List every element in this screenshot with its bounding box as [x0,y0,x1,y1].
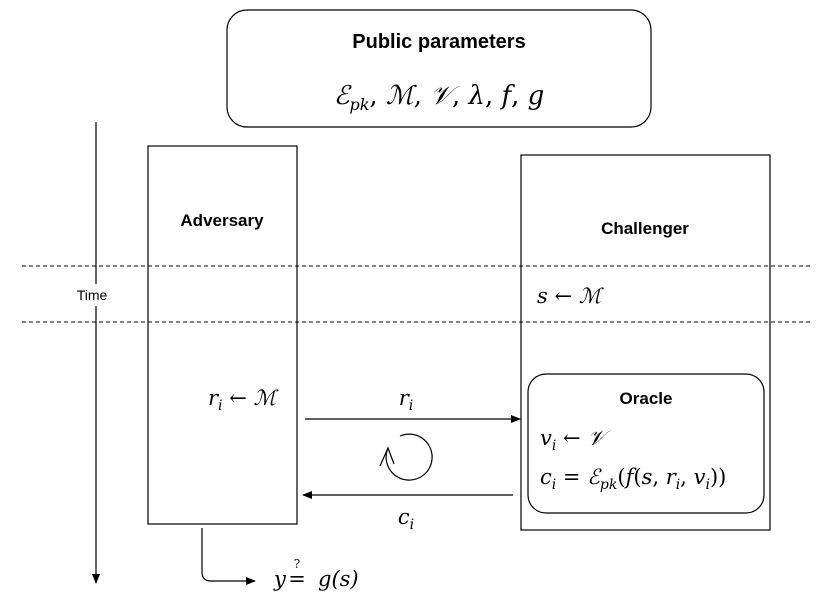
output-y: y [273,567,287,591]
oracle-line-2: ci = ℰpk(f(s, ri, vi)) [540,465,726,493]
adversary-sample: ri ← ℳ [208,386,279,414]
output-arrow [201,528,256,585]
public-parameters-title: Public parameters [352,31,525,53]
public-parameters-list: ℰpk, ℳ, 𝒱, λ, f, g [334,81,545,114]
output-equals: = [288,567,306,591]
response-label: ci [398,505,414,533]
response-arrow: ci [302,491,513,533]
output-g: g(s) [318,567,359,591]
time-axis: Time [70,122,122,584]
query-label: ri [399,386,414,414]
adversary-title: Adversary [180,211,264,230]
challenger-title: Challenger [601,219,689,238]
oracle-box: Oracle vi ← 𝒱 ci = ℰpk(f(s, ri, vi)) [527,373,765,514]
adversary-box: Adversary ri ← ℳ [147,145,298,525]
query-arrow: ri [305,386,521,423]
oracle-title: Oracle [620,389,673,408]
repeat-loop-icon [379,433,433,481]
time-label: Time [77,287,108,303]
challenger-sample: s ← ℳ [537,284,605,308]
output-question-mark: ? [294,557,300,571]
oracle-line-1: vi ← 𝒱 [540,426,611,454]
output-expression: y ? = g(s) [273,557,359,591]
public-parameters-box: Public parameters ℰpk, ℳ, 𝒱, λ, f, g [226,9,652,128]
